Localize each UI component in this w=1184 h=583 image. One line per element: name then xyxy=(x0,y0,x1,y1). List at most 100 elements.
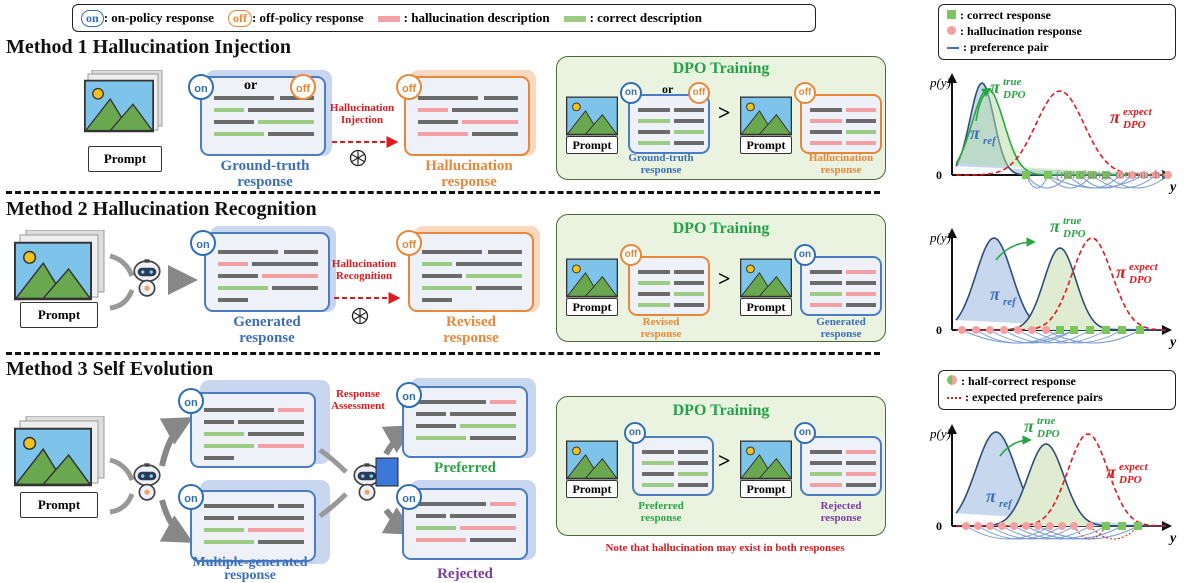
pi-expect: π xyxy=(1106,462,1117,482)
hallucination-point xyxy=(974,522,982,530)
dpo-mini-card xyxy=(628,94,710,154)
green-arrow xyxy=(999,435,1032,457)
zero-label: 0 xyxy=(936,168,942,182)
pair-arc xyxy=(965,525,1051,540)
method1-hall-off-badge: off xyxy=(396,74,422,100)
method3-image-stack xyxy=(14,416,105,487)
method3-gen-card-2 xyxy=(190,490,316,562)
dpo-on-badge: on xyxy=(624,422,646,444)
method1-image-stack xyxy=(84,70,163,133)
correct-point xyxy=(1044,171,1052,179)
zero-label: 0 xyxy=(936,323,942,337)
pair-arc xyxy=(961,329,1075,344)
right-legend-2: : half-correct response : expected prefe… xyxy=(938,370,1176,410)
dpo-prompt: Prompt xyxy=(566,136,618,154)
pi-ref: π xyxy=(986,486,997,506)
correct-point xyxy=(1076,171,1084,179)
pi-expect-sup: expect xyxy=(1123,106,1153,118)
hallucination-point xyxy=(1014,326,1022,334)
pi-ref: π xyxy=(970,123,981,143)
pair-arc xyxy=(1013,525,1107,540)
hallucination-point xyxy=(1046,522,1054,530)
right-legend-half: : half-correct response xyxy=(961,374,1076,388)
correct-swatch xyxy=(563,16,586,23)
pi-true-sub: DPO xyxy=(1002,89,1026,101)
correct-point xyxy=(1136,326,1144,334)
method3-on-badge-2: on xyxy=(178,484,204,510)
hallucination-point xyxy=(1140,171,1148,179)
on-legend-text: : on-policy response xyxy=(103,9,214,25)
method3-title: Method 3 Self Evolution xyxy=(6,358,214,380)
divider-1 xyxy=(6,191,880,194)
correct-point xyxy=(1088,171,1096,179)
correct-point xyxy=(1102,171,1110,179)
dpo-image xyxy=(566,96,618,136)
method2-dpo-title: DPO Training xyxy=(672,220,770,237)
method2-prompt: Prompt xyxy=(20,302,98,328)
pair-arc xyxy=(1025,525,1123,540)
method1-prompt: Prompt xyxy=(88,146,162,172)
green-arrow xyxy=(975,88,992,122)
dpo-image xyxy=(566,440,618,480)
correct-point xyxy=(1102,522,1110,530)
greater-than: > xyxy=(718,266,731,291)
pi-expect: π xyxy=(1116,262,1127,282)
dpo-image xyxy=(740,258,792,298)
pi-true-sub: DPO xyxy=(1062,228,1086,240)
pi-true-sub: DPO xyxy=(1036,428,1060,440)
hallucination-point xyxy=(986,522,994,530)
hallucination-point xyxy=(1116,171,1124,179)
method2-off-badge: off xyxy=(396,230,422,256)
dpo-on-badge: on xyxy=(794,422,816,444)
dpo-mini-card xyxy=(628,256,710,316)
hallucination-point xyxy=(958,326,966,334)
dpo-mini-card xyxy=(800,256,882,316)
method2-rev-card xyxy=(408,232,534,312)
method3-preferred-label: Preferred xyxy=(434,460,496,476)
pi-ref-sub: ref xyxy=(999,498,1013,510)
hallucination-point xyxy=(972,326,980,334)
y-label: y xyxy=(1168,180,1177,195)
method2-image-stack xyxy=(14,230,105,301)
right-legend-pair: : preference pair xyxy=(963,40,1049,54)
pair-arc xyxy=(1037,525,1139,540)
zero-label: 0 xyxy=(936,519,942,533)
dpo-off-badge: off xyxy=(688,82,710,104)
dpo-or: or xyxy=(662,82,674,96)
py-label: p(y) xyxy=(929,230,951,245)
pi-expect-sub: DPO xyxy=(1122,119,1146,131)
hallucination-point xyxy=(1164,171,1172,179)
method3-pref-badge: on xyxy=(396,382,422,408)
dpo-prompt: Prompt xyxy=(566,298,618,316)
right-legend-expected: : expected preference pairs xyxy=(965,390,1103,404)
expect xyxy=(956,90,1166,176)
pi-expect-sup: expect xyxy=(1129,261,1159,273)
method3-dpo-title: DPO Training xyxy=(672,402,770,419)
top-legend: on: on-policy response off: off-policy r… xyxy=(72,4,816,32)
correct-point xyxy=(1056,326,1064,334)
dpo-image xyxy=(740,440,792,480)
pair-arc xyxy=(1017,329,1107,344)
hallucination-point xyxy=(986,326,994,334)
method3-rejected-label: Rejected xyxy=(437,566,493,582)
hallucination-point xyxy=(1070,522,1078,530)
dpo-image xyxy=(566,258,618,298)
hallucination-point xyxy=(1128,171,1136,179)
off-badge: off xyxy=(227,9,252,27)
hallucination-point xyxy=(1034,522,1042,530)
method1-or: or xyxy=(244,78,258,93)
greater-than: > xyxy=(718,100,731,125)
hallucination-point xyxy=(1028,326,1036,334)
method2-on-badge: on xyxy=(190,230,216,256)
py-label: p(y) xyxy=(929,75,951,90)
correct-point xyxy=(1070,326,1078,334)
off-legend-text: : off-policy response xyxy=(251,9,364,25)
y-label: y xyxy=(1168,531,1177,546)
